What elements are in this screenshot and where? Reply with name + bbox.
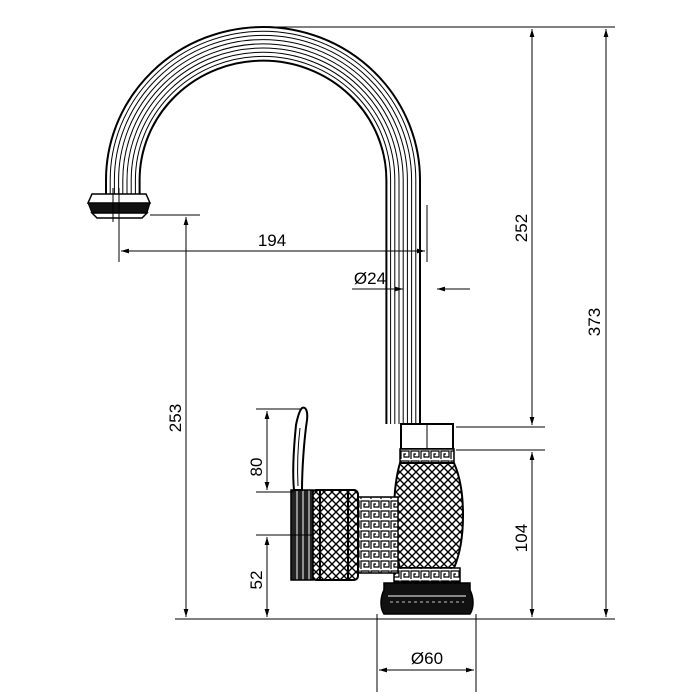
- body-height-label: 104: [512, 524, 531, 552]
- aerator-tip: [86, 188, 152, 222]
- spout-diameter-label: Ø24: [354, 269, 386, 288]
- spout-rib-line: [113, 34, 413, 424]
- spout-rib-line: [105, 26, 421, 424]
- outlet-height-label: 253: [166, 404, 185, 432]
- base-diameter-label: Ø60: [411, 649, 443, 668]
- spout-rib-line: [118, 39, 408, 424]
- total-height-label: 373: [585, 308, 604, 336]
- spout-height-label: 252: [512, 214, 531, 242]
- handle-height-label: 80: [247, 458, 266, 477]
- spout-rib-line: [134, 55, 392, 424]
- spout-rib-line: [126, 47, 400, 424]
- spout-rib-line: [138, 59, 388, 424]
- handle-assembly: [290, 406, 399, 581]
- spout-rib-line: [130, 51, 396, 424]
- spout-rib-line: [122, 43, 404, 424]
- faucet-body: [380, 423, 474, 615]
- spout-gooseneck: [105, 26, 421, 424]
- handle-offset-label: 52: [247, 571, 266, 590]
- spout-rib-line: [109, 30, 417, 424]
- spout-reach-label: 194: [258, 231, 286, 250]
